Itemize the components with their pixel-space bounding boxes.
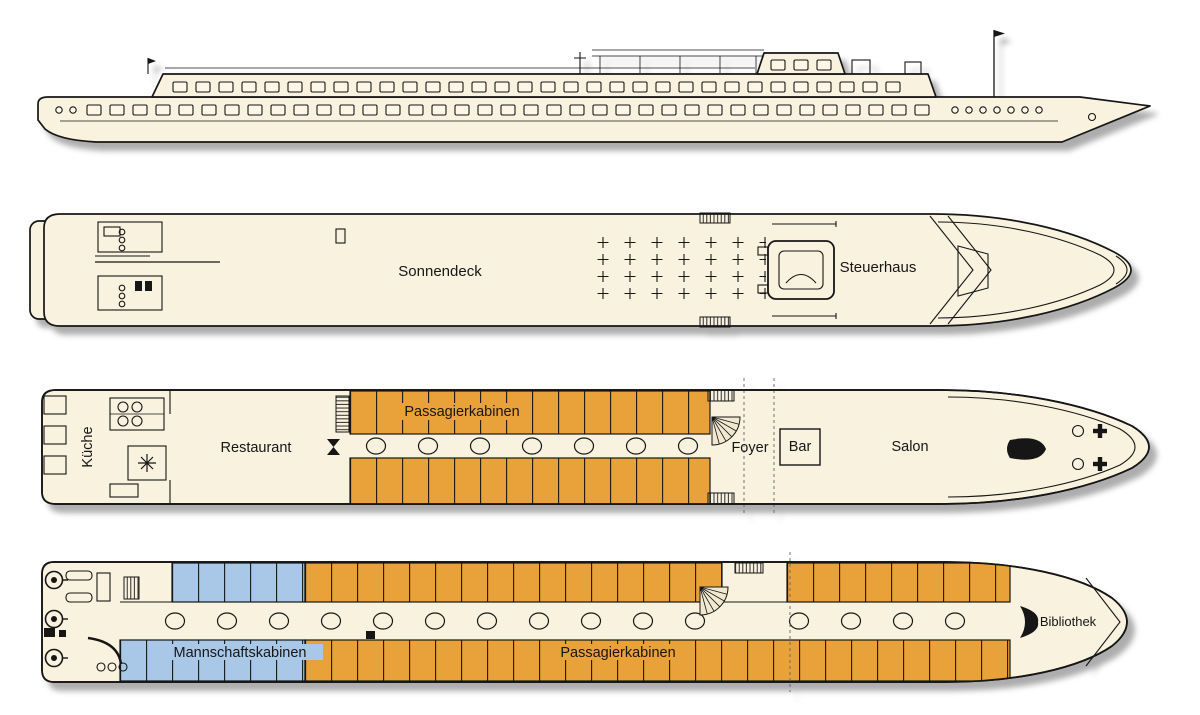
- deck-chairs-grid: [590, 234, 766, 302]
- label-foyer: Foyer: [731, 440, 768, 456]
- stairs-top: [699, 212, 731, 224]
- corridor-lines: [120, 601, 1010, 641]
- stairs-bottom: [707, 492, 735, 505]
- side-elevation-view: [37, 30, 1151, 143]
- label-bar: Bar: [789, 439, 812, 455]
- grand-piano: [1007, 438, 1046, 460]
- label-steuerhaus: Steuerhaus: [840, 259, 917, 276]
- label-backing: [394, 403, 530, 420]
- hourglass-marker: [327, 439, 340, 455]
- label-bibliothek: Bibliothek: [1040, 614, 1097, 629]
- main-deck-plan: Küche Restaurant Passagierkabinen Foyer …: [41, 378, 1150, 516]
- stern-mast-flag: [148, 58, 156, 64]
- label-mannschaftskabinen: Mannschaftskabinen: [174, 645, 307, 661]
- label-kueche: Küche: [80, 426, 96, 467]
- label-passagierkabinen-lower: Passagierkabinen: [560, 645, 675, 661]
- label-backing-crew: [157, 644, 323, 660]
- salon-table-1: [1071, 424, 1085, 438]
- bar-box: [779, 428, 821, 466]
- stairs-bottom: [699, 316, 731, 328]
- lower-deck-plan: Mannschaftskabinen Passagierkabinen Bibl…: [41, 552, 1128, 692]
- salon-table-2: [1071, 457, 1085, 471]
- label-restaurant: Restaurant: [221, 440, 292, 456]
- kitchen-equipment: [109, 390, 171, 504]
- hull-main-deck-restroke: [41, 389, 1150, 505]
- foredeck-hatch: [957, 245, 989, 297]
- bow-chevron: [1085, 577, 1121, 667]
- sun-deck-plan: Sonnendeck Steuerhaus: [29, 212, 1132, 328]
- stairs-foyer: [734, 562, 764, 574]
- stern-locker-1: [43, 395, 67, 415]
- funnel: [851, 59, 871, 75]
- bow-chevron-1: [929, 215, 974, 325]
- windows-row-main: [84, 102, 935, 118]
- label-sonnendeck: Sonnendeck: [398, 263, 482, 280]
- stern-equipment: [95, 221, 346, 311]
- portholes-bow: [950, 103, 1048, 117]
- label-passagierkabinen-main: Passagierkabinen: [404, 404, 519, 420]
- bow-inner-line: [937, 221, 1115, 319]
- antenna-mast: [574, 52, 586, 74]
- bow-chevron-2: [947, 215, 992, 325]
- stern-equipment: [44, 570, 140, 672]
- stern-locker-2: [43, 425, 67, 445]
- wheelhouse-structure: [757, 221, 837, 319]
- stairs-top: [707, 389, 735, 402]
- stairs-restaurant: [335, 395, 350, 433]
- bow-pennant: [994, 30, 1005, 37]
- windows-row-upper: [170, 79, 906, 95]
- portholes-stern: [54, 103, 82, 117]
- sun-canopy: [592, 49, 764, 73]
- snowflake-icon: [138, 454, 156, 472]
- bow-tip-arc: [1115, 255, 1128, 285]
- label-salon: Salon: [891, 439, 928, 455]
- hull-sun-deck: [43, 213, 1132, 327]
- bow-inner-line: [947, 396, 1136, 498]
- shaft-marker: [366, 631, 375, 639]
- cabin-dividers-bottom: [350, 458, 710, 504]
- anchor-porthole: [1087, 112, 1097, 122]
- stern-locker-3: [43, 455, 67, 475]
- vent-box: [904, 61, 922, 75]
- label-backing-pax: [548, 644, 688, 660]
- hull-lower-deck-restroke: [41, 561, 1128, 683]
- library-shelf: [1020, 606, 1039, 638]
- wheelhouse-windows: [768, 57, 837, 73]
